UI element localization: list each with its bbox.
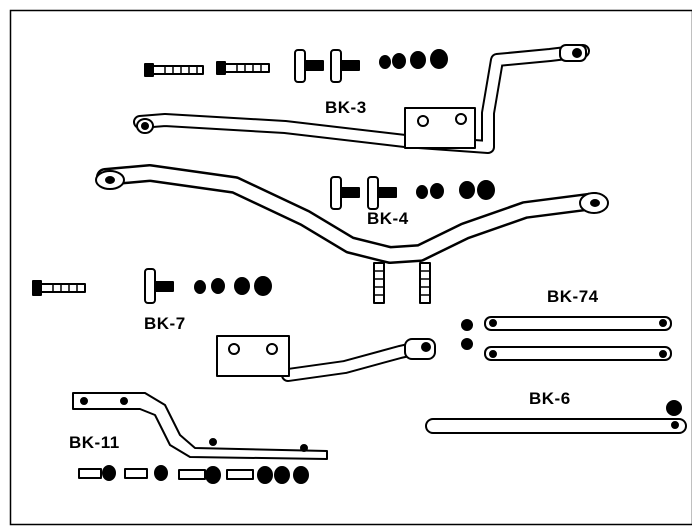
bk7-hardware bbox=[33, 269, 271, 303]
bolt-short bbox=[217, 62, 269, 74]
label-bk11: BK-11 bbox=[69, 433, 120, 453]
bk11-hardware bbox=[79, 466, 308, 483]
t-bolt-1 bbox=[295, 50, 323, 82]
bk7-bracket bbox=[217, 336, 435, 376]
bk3-bracket bbox=[137, 45, 586, 148]
label-bk6: BK-6 bbox=[529, 389, 571, 409]
parts-diagram: BK-3 BK-4 BK-7 BK-74 BK-6 BK-11 bbox=[5, 5, 688, 520]
bk4-hardware bbox=[331, 177, 494, 209]
label-bk4: BK-4 bbox=[367, 209, 409, 229]
label-bk3: BK-3 bbox=[325, 98, 367, 118]
bk74-straps bbox=[462, 317, 671, 360]
bk3-hardware bbox=[145, 50, 447, 82]
nuts-washers bbox=[380, 50, 447, 68]
bolt-long bbox=[145, 64, 203, 76]
label-bk74: BK-74 bbox=[547, 287, 599, 307]
t-bolt-2 bbox=[331, 50, 359, 82]
label-bk7: BK-7 bbox=[144, 314, 186, 334]
